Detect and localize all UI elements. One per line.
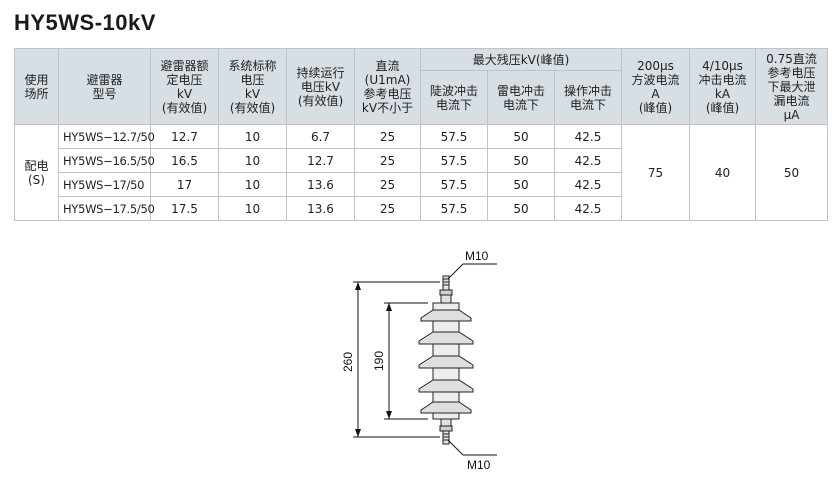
- continuous-cell: 6.7: [286, 124, 355, 149]
- bottom-leader-line: [447, 439, 464, 456]
- steep-cell: 57.5: [420, 196, 488, 221]
- insulator-body: [418, 302, 474, 420]
- switching-cell: 42.5: [553, 196, 623, 221]
- top-thread-label: M10: [465, 249, 489, 263]
- header-site: 使用 场所: [14, 48, 59, 125]
- steep-cell: 57.5: [420, 172, 488, 197]
- body-height-label: 190: [372, 351, 386, 371]
- header-rated-voltage: 避雷器额 定电压 kV (有效值): [150, 48, 219, 125]
- switching-cell: 42.5: [553, 124, 623, 149]
- dc-cell: 25: [354, 172, 421, 197]
- rated-cell: 16.5: [150, 148, 219, 173]
- overall-height-label: 260: [341, 352, 355, 372]
- bottom-thread-label: M10: [467, 458, 491, 472]
- switching-cell: 42.5: [553, 172, 623, 197]
- table-row: HY5WS−17/50 17 10 13.6 25 57.5 50 42.5: [15, 172, 828, 197]
- table-row: HY5WS−17.5/50 17.5 10 13.6 25 57.5 50 42…: [15, 196, 828, 221]
- steep-cell: 57.5: [420, 124, 488, 149]
- header-system-voltage: 系统标称 电压 kV (有效值): [218, 48, 287, 125]
- rated-cell: 17.5: [150, 196, 219, 221]
- dc-cell: 25: [354, 148, 421, 173]
- top-leader-line: [447, 263, 464, 280]
- top-terminal: [439, 275, 453, 304]
- site-cell: 配电 (S): [14, 124, 59, 221]
- continuous-cell: 12.7: [286, 148, 355, 173]
- model-cell: HY5WS−17/50: [58, 172, 151, 197]
- rated-cell: 12.7: [150, 124, 219, 149]
- header-leakage: 0.75直流 参考电压 下最大泄 漏电流 μA: [755, 48, 829, 125]
- lightning-cell: 50: [487, 196, 555, 221]
- lightning-cell: 50: [487, 124, 555, 149]
- rated-cell: 17: [150, 172, 219, 197]
- header-continuous-voltage: 持续运行 电压kV (有效值): [286, 48, 355, 125]
- spec-table: 使用 场所 避雷器 型号 避雷器额 定电压 kV (有效值) 系统标称 电压 k…: [14, 48, 829, 221]
- header-switching: 操作冲击 电流下: [553, 70, 623, 125]
- dc-cell: 25: [354, 196, 421, 221]
- page-title: HY5WS-10kV: [14, 10, 156, 35]
- model-cell: HY5WS−17.5/50: [58, 196, 155, 221]
- header-steep-wave: 陡波冲击 电流下: [420, 70, 488, 125]
- system-cell: 10: [218, 196, 287, 221]
- dimension-body: [384, 302, 428, 420]
- system-cell: 10: [218, 172, 287, 197]
- dc-cell: 25: [354, 124, 421, 149]
- impulse-current-cell: 40: [689, 124, 757, 221]
- steep-cell: 57.5: [420, 148, 488, 173]
- system-cell: 10: [218, 124, 287, 149]
- continuous-cell: 13.6: [286, 196, 355, 221]
- leakage-cell: 50: [755, 124, 829, 221]
- header-dc-reference: 直流 (U1mA) 参考电压 kV不小于: [354, 48, 421, 125]
- header-impulse-current: 4/10μs 冲击电流 kA (峰值): [689, 48, 757, 125]
- lightning-cell: 50: [487, 148, 555, 173]
- square-wave-cell: 75: [621, 124, 691, 221]
- table-row: 配电 (S) HY5WS−12.7/50 12.7 10 6.7 25 57.5…: [14, 124, 829, 221]
- model-cell: HY5WS−12.7/50: [58, 124, 155, 149]
- continuous-cell: 13.6: [286, 172, 355, 197]
- header-residual-group: 最大残压kV(峰值): [419, 48, 623, 71]
- bottom-terminal: [439, 418, 453, 445]
- system-cell: 10: [218, 148, 287, 173]
- header-lightning: 雷电冲击 电流下: [487, 70, 555, 125]
- header-square-wave: 200μs 方波电流 A (峰值): [621, 48, 691, 125]
- dimension-overall: [353, 281, 440, 438]
